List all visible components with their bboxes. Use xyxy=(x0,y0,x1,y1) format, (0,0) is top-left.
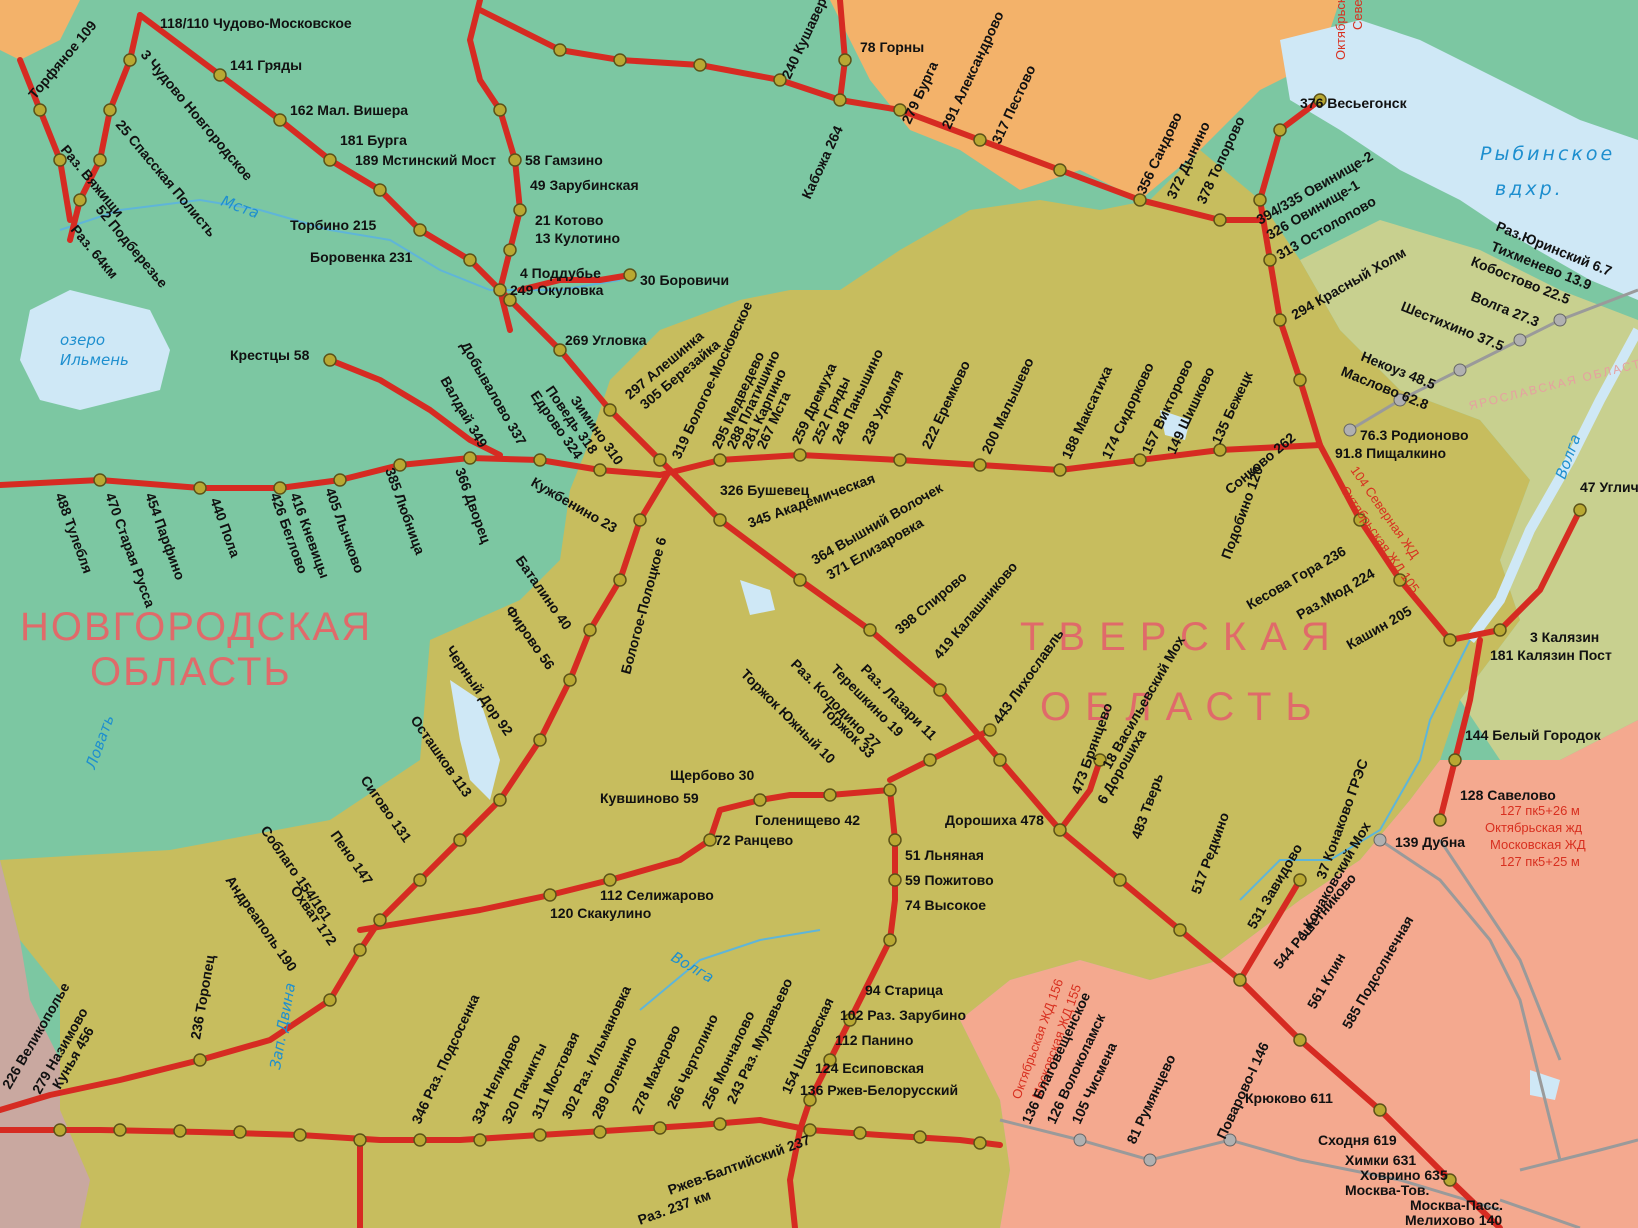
lake-small-1 xyxy=(740,580,775,615)
station-label: Москва-Пасс. xyxy=(1410,1197,1503,1213)
border-label-4: Октябрьская жд xyxy=(1485,820,1582,835)
station-label: 74 Высокое xyxy=(905,897,986,913)
yaroslavl-region-area xyxy=(1300,220,1638,760)
station-label: 269 Угловка xyxy=(565,332,647,348)
smolensk-region-area xyxy=(0,860,90,1228)
station-label: 59 Пожитово xyxy=(905,872,994,888)
moscow-region-area xyxy=(960,720,1638,1228)
lake-ilmen xyxy=(20,290,170,410)
station-label: 162 Мал. Вишера xyxy=(290,102,408,118)
station-label: 139 Дубна xyxy=(1395,834,1465,850)
tver-region-area xyxy=(0,150,1530,1228)
station-label: 136 Ржев-Белорусский xyxy=(800,1082,958,1098)
station-label: 249 Окуловка xyxy=(510,282,604,298)
secondary-station-dots xyxy=(1073,313,1567,1167)
water-label-rybinsk-2: вдхр. xyxy=(1495,178,1564,200)
station-label: 120 Скакулино xyxy=(550,905,651,921)
station-label: Мелихово 140 xyxy=(1405,1212,1502,1228)
lake-small-2 xyxy=(1160,410,1190,440)
station-label: Ховрино 635 xyxy=(1360,1167,1448,1183)
station-label: 118/110 Чудово-Московское xyxy=(160,15,352,31)
volga-river xyxy=(1466,327,1638,643)
station-label: 112 Селижарово xyxy=(600,887,714,903)
border-label-6: 127 пк5+25 м xyxy=(1500,854,1580,869)
station-label: Голенищево 42 xyxy=(755,812,860,828)
volga-river-2 xyxy=(1239,639,1471,901)
station-label: 376 Весьегонск xyxy=(1300,95,1408,111)
water-label-rybinsk-1: Рыбинское xyxy=(1480,143,1615,165)
border-label-5: Московская ЖД xyxy=(1490,837,1586,852)
station-label: Щербово 30 xyxy=(670,767,754,783)
region-label-tver-2: ОБЛАСТЬ xyxy=(1040,685,1326,729)
station-label: 58 Гамзино xyxy=(525,152,603,168)
station-label: 124 Есиповская xyxy=(815,1060,924,1076)
station-label: Химки 631 xyxy=(1345,1152,1416,1168)
region-label-novgorod-2: ОБЛАСТЬ xyxy=(90,650,292,694)
border-label-9: Октябрьская xyxy=(1333,0,1348,60)
station-label: 47 Углич xyxy=(1580,479,1638,495)
north-region-area xyxy=(830,0,1340,200)
railways xyxy=(0,0,1583,1228)
region-label-novgorod: НОВГОРОДСКАЯ xyxy=(20,605,372,649)
station-label: 141 Гряды xyxy=(230,57,302,73)
station-label: 72 Ранцево xyxy=(715,832,793,848)
north-region-area-2 xyxy=(0,0,80,60)
lake-small-3 xyxy=(1530,1070,1560,1100)
station-label: Крестцы 58 xyxy=(230,347,310,363)
station-label: 91.8 Пищалкино xyxy=(1335,445,1446,461)
station-label: 4 Поддубье xyxy=(520,265,601,281)
station-label: 3 Калязин xyxy=(1530,629,1599,645)
border-label-3: 127 пк5+26 м xyxy=(1500,803,1580,818)
station-label: 78 Горны xyxy=(860,39,924,55)
lake-seliger xyxy=(450,680,500,800)
station-label: Москва-Тов. xyxy=(1345,1182,1429,1198)
water-label-ilmen-1: озеро xyxy=(60,331,105,349)
station-label: 13 Кулотино xyxy=(535,230,620,246)
station-label: 128 Савелово xyxy=(1460,787,1556,803)
station-label: Кувшиново 59 xyxy=(600,790,699,806)
volga-river-3 xyxy=(639,929,821,1011)
station-label: Боровенка 231 xyxy=(310,249,413,265)
station-label: 51 Льняная xyxy=(905,847,984,863)
station-label: 49 Зарубинская xyxy=(530,177,639,193)
station-label: 181 Калязин Пост xyxy=(1490,647,1612,663)
water-label-ilmen-2: Ильмень xyxy=(60,351,129,369)
region-label-tver: ТВЕРСКАЯ xyxy=(1020,615,1344,659)
station-label: 102 Раз. Зарубино xyxy=(840,1007,966,1023)
station-label: 94 Старица xyxy=(865,982,943,998)
station-label: Сходня 619 xyxy=(1318,1132,1397,1148)
station-label: 189 Мстинский Мост xyxy=(355,152,496,168)
station-label: Крюково 611 xyxy=(1245,1090,1333,1106)
station-label: 326 Бушевец xyxy=(720,482,810,498)
station-label: 21 Котово xyxy=(535,212,603,228)
station-label: 181 Бурга xyxy=(340,132,407,148)
station-dots xyxy=(33,43,1587,1187)
rybinsk-reservoir xyxy=(1280,20,1638,300)
station-label: 112 Панино xyxy=(835,1032,913,1048)
station-label: Торбино 215 xyxy=(290,217,376,233)
station-label: 76.3 Родионово xyxy=(1360,427,1469,443)
border-label-10: Север xyxy=(1350,0,1365,30)
station-label: Дорошиха 478 xyxy=(945,812,1044,828)
station-label: 144 Белый Городок xyxy=(1465,727,1602,743)
station-label: 30 Боровичи xyxy=(640,272,729,288)
